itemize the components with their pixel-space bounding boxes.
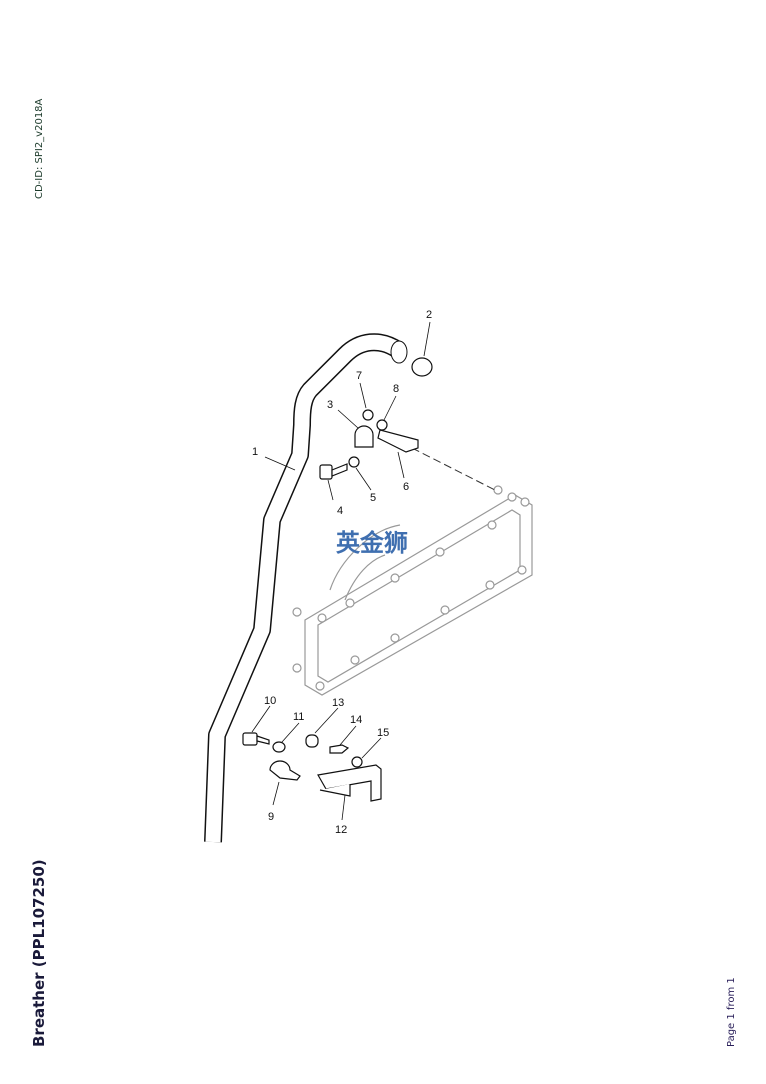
callout-6: 6 [403,481,409,493]
callout-4: 4 [337,505,343,517]
callout-11: 11 [293,711,304,723]
callout-13: 13 [332,697,344,709]
hardware-parts [242,357,433,802]
hose-clamp [411,357,433,377]
callout-2: 2 [426,309,432,321]
callout-15: 15 [377,727,389,739]
breather-hose [204,333,408,843]
watermark: 英金狮 [336,529,408,557]
leader-dashed [411,447,496,491]
callout-7: 7 [356,370,362,382]
rocker-cover-drawing [292,485,533,696]
callout-14: 14 [350,714,362,726]
callout-1: 1 [252,446,258,458]
leader-lines [251,321,431,821]
callout-8: 8 [393,383,399,395]
callout-9: 9 [268,811,274,823]
callout-10: 10 [264,695,276,707]
callout-3: 3 [327,399,333,411]
callout-12: 12 [335,824,347,836]
callout-5: 5 [370,492,376,504]
